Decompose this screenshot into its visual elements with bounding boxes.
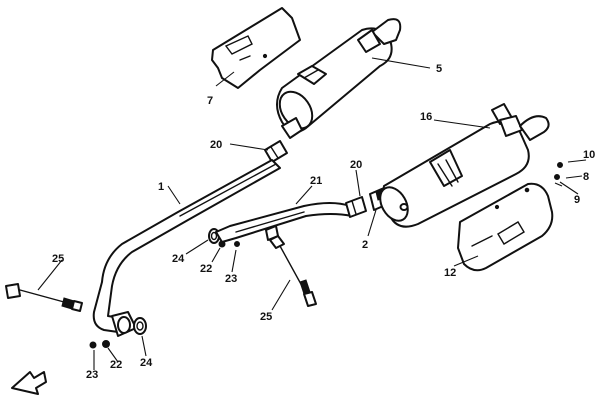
callout-24a: 24 <box>172 253 185 265</box>
callout-12: 12 <box>444 267 456 279</box>
callout-22b: 22 <box>110 359 122 371</box>
lower-joint-sleeve <box>345 196 367 218</box>
lower-muffler <box>379 103 550 228</box>
callout-7: 7 <box>207 95 213 107</box>
lower-heat-shield <box>457 182 554 272</box>
callout-16: 16 <box>420 111 432 123</box>
washer-lower <box>102 340 110 348</box>
callout-5: 5 <box>436 63 442 75</box>
upper-joint-sleeve <box>264 140 288 163</box>
exhaust-pipe-main <box>92 159 281 333</box>
callout-1: 1 <box>158 181 164 193</box>
upper-heat-shield <box>211 7 301 89</box>
callout-9: 9 <box>574 194 580 206</box>
bolt-and-collar <box>554 162 563 187</box>
callout-21: 21 <box>310 175 322 187</box>
front-direction-arrow <box>11 371 47 395</box>
callout-24b: 24 <box>140 357 153 369</box>
callout-10: 10 <box>583 149 595 161</box>
nut-lower <box>89 341 97 349</box>
callout-8: 8 <box>583 171 589 183</box>
callout-23b: 23 <box>86 369 98 381</box>
callout-22a: 22 <box>200 263 212 275</box>
callout-25a: 25 <box>52 253 64 265</box>
gasket-lower <box>133 317 147 335</box>
upper-muffler-outlet <box>281 117 303 139</box>
oxygen-sensor-left <box>5 283 83 312</box>
callout-23a: 23 <box>225 273 237 285</box>
callout-25b: 25 <box>260 311 272 323</box>
callout-20a: 20 <box>210 139 222 151</box>
nut-upper <box>234 241 240 247</box>
leader-lines <box>37 57 587 370</box>
upper-muffler <box>276 18 402 133</box>
callout-2: 2 <box>362 239 368 251</box>
oxygen-sensor-right <box>269 235 317 307</box>
exhaust-pipe-secondary <box>215 202 353 243</box>
callout-20b: 20 <box>350 159 362 171</box>
